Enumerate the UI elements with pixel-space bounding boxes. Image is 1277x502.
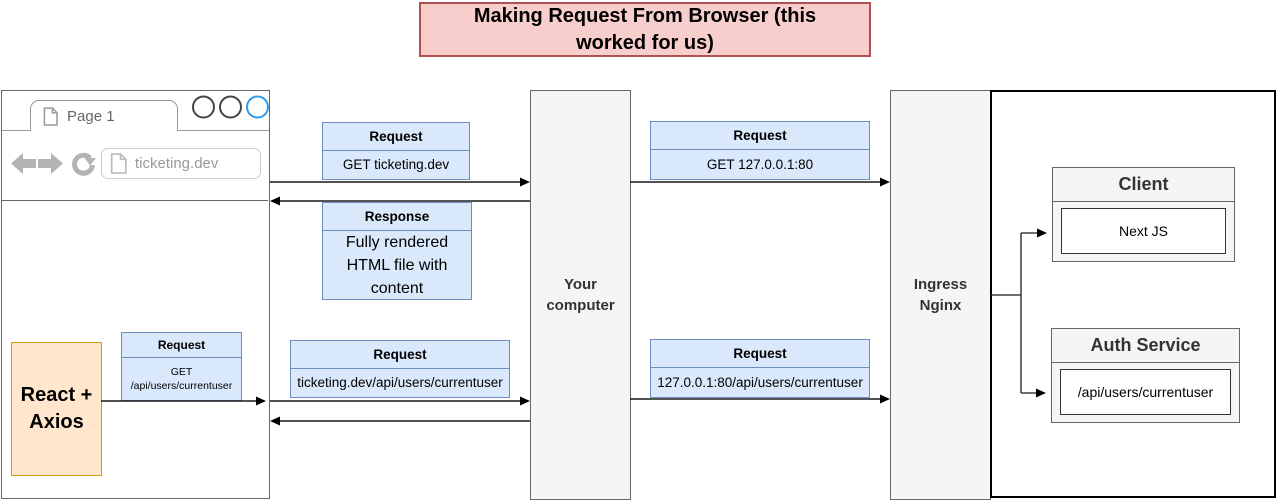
window-buttons [192,95,269,119]
request-box-ticketing-api: Request ticketing.dev/api/users/currentu… [290,340,510,398]
response-box-body: Fully rendered HTML file with content [345,234,449,298]
client-panel-body: Next JS [1053,202,1234,261]
react-axios-box: React + Axios [11,342,102,476]
request-box-small: Request GET /api/users/currentuser [121,332,242,401]
your-computer-node: Your computer [530,90,631,500]
browser-window: Page 1 ticketing.dev React + [1,90,270,499]
request-box-header: Request [651,122,869,150]
react-axios-label: React + Axios [20,384,93,433]
tabstrip-line-left [2,130,31,131]
auth-service-panel-body: /api/users/currentuser [1052,363,1239,422]
ingress-nginx-label: Ingress Nginx [913,276,968,314]
client-panel-header: Client [1053,168,1234,202]
tabstrip-line-right [178,130,269,131]
ingress-nginx-node: Ingress Nginx [890,90,991,500]
request-box-ticketing: Request GET ticketing.dev [322,122,470,180]
request-box-header: Request [122,333,241,358]
request-box-body: ticketing.dev/api/users/currentuser [297,375,503,391]
address-url: ticketing.dev [135,155,219,172]
back-arrow-icon [11,153,36,174]
browser-tab-label: Page 1 [67,107,115,125]
request-box-body: GET 127.0.0.1:80 [706,156,814,172]
window-circle-active-icon [246,95,269,119]
refresh-icon [72,152,96,176]
request-box-ip-api: Request 127.0.0.1:80/api/users/currentus… [650,339,870,398]
browser-tab: Page 1 [30,100,178,131]
request-box-ip: Request GET 127.0.0.1:80 [650,121,870,180]
client-panel: Client Next JS [1052,167,1235,262]
toolbar-separator [2,200,268,201]
request-box-header: Request [323,123,469,151]
arrow-computer-to-browser-response-bottom [270,416,530,426]
page-icon [43,106,58,126]
request-box-body: GET ticketing.dev [342,157,450,173]
address-bar: ticketing.dev [101,148,261,179]
response-box-header: Response [323,203,471,231]
request-box-body: 127.0.0.1:80/api/users/currentuser [657,374,863,390]
cluster-container [990,90,1276,498]
nextjs-box: Next JS [1061,208,1226,254]
page-icon [110,153,127,174]
diagram-title: Making Request From Browser (this worked… [473,4,817,54]
request-box-body: GET /api/users/currentuser [130,365,233,392]
response-box-html: Response Fully rendered HTML file with c… [322,202,472,300]
window-circle-icon [192,95,215,119]
request-box-header: Request [651,340,869,368]
auth-service-panel-header: Auth Service [1052,329,1239,363]
auth-service-panel: Auth Service /api/users/currentuser [1051,328,1240,423]
title-box: Making Request From Browser (this worked… [419,2,871,57]
window-circle-icon [219,95,242,119]
forward-arrow-icon [38,153,63,174]
currentuser-route-box: /api/users/currentuser [1060,369,1231,415]
your-computer-label: Your computer [546,276,615,314]
request-box-header: Request [291,341,509,369]
